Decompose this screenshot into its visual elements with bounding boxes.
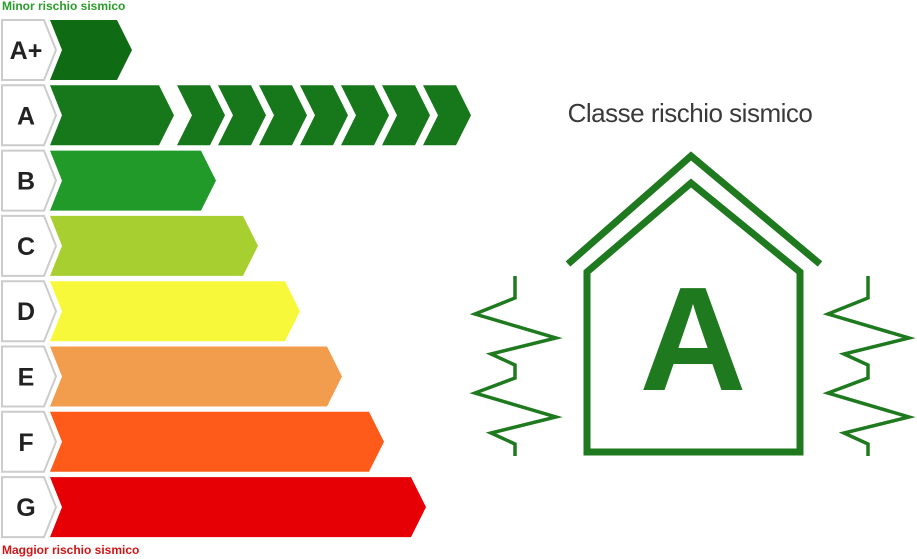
class-label-b: B (17, 168, 35, 196)
left-vibration-icon (469, 276, 563, 456)
class-bar-a (50, 85, 174, 146)
class-tag-g (1, 476, 58, 539)
highlight-chevron (177, 85, 225, 146)
right-vibration-icon (822, 276, 916, 456)
class-label-a: A (17, 102, 35, 130)
class-tag-b (1, 149, 58, 212)
class-tag-f (1, 410, 58, 473)
class-bar-b (50, 150, 216, 211)
class-tag-a-plus (1, 19, 58, 81)
house-class-letter: A (640, 257, 747, 422)
highlight-chevron (218, 85, 266, 146)
class-label-g: G (16, 494, 35, 522)
class-label-f: F (18, 429, 33, 457)
class-bar-f (50, 411, 384, 472)
house-outline (583, 178, 804, 456)
highlight-chevron (259, 85, 307, 146)
class-tag-a (1, 84, 58, 147)
class-bar-a-plus (50, 20, 132, 80)
class-label-c: C (17, 233, 35, 261)
class-bar-c (50, 215, 258, 276)
higher-risk-caption: Maggior rischio sismico (2, 543, 140, 557)
house-icon: A (469, 151, 916, 456)
lower-risk-caption: Minor rischio sismico (2, 0, 126, 13)
class-bar-e (50, 346, 342, 407)
class-bar-g (50, 477, 426, 538)
class-label-a-plus: A+ (10, 37, 43, 65)
class-bars: A+ A B C D E F G (1, 19, 471, 539)
highlight-chevron (341, 85, 389, 146)
class-bar-d (50, 281, 300, 342)
highlight-chevron (423, 85, 471, 146)
diagram-title: Classe rischio sismico (567, 98, 813, 128)
highlight-chevron (300, 85, 348, 146)
roof-outer-line (565, 151, 823, 267)
class-label-d: D (17, 298, 35, 326)
class-label-e: E (18, 364, 35, 392)
highlight-chevron (382, 85, 430, 146)
class-tag-c (1, 214, 58, 277)
class-tag-e (1, 345, 58, 408)
class-tag-d (1, 280, 58, 343)
